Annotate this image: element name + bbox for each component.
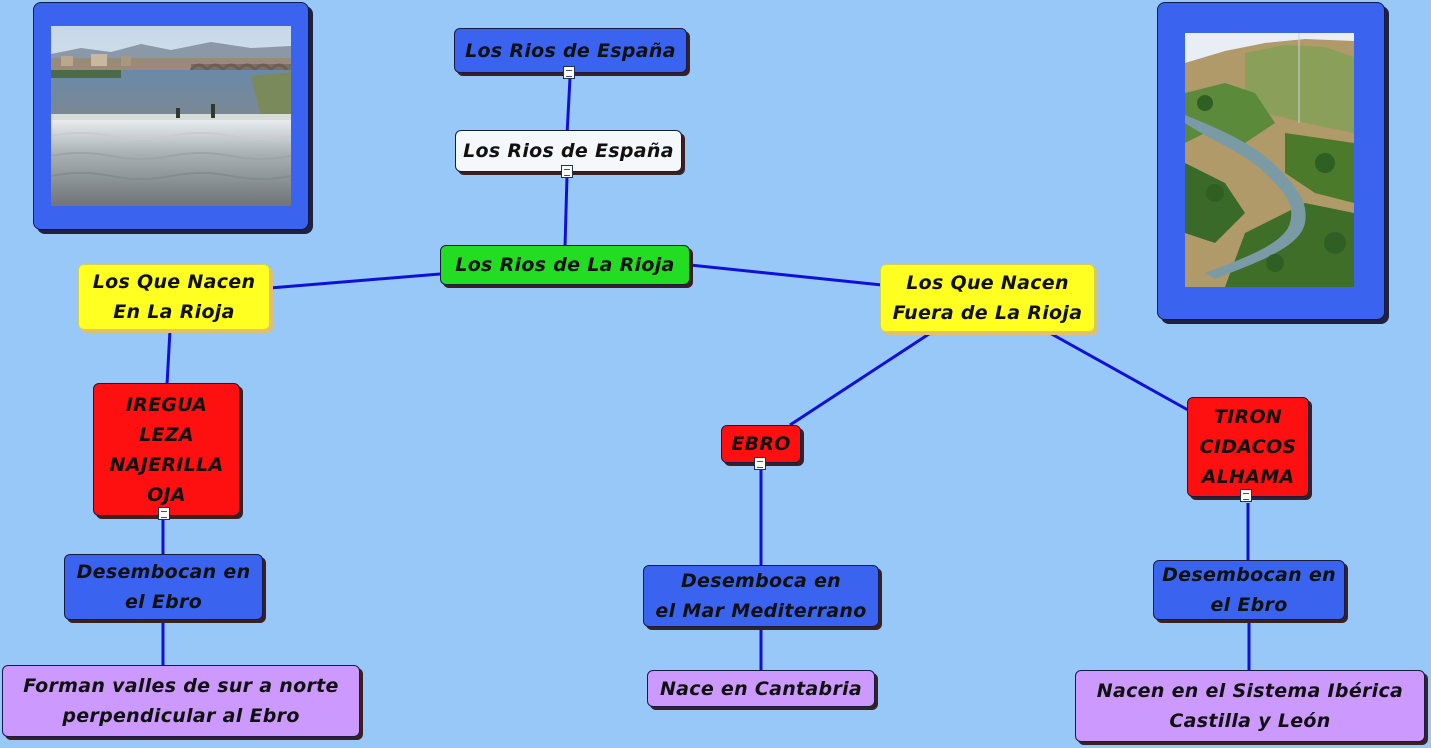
node-label-line-2: el Ebro: [1210, 590, 1287, 620]
node-label: Nace en Cantabria: [660, 674, 862, 704]
river-name: ALHAMA: [1202, 462, 1295, 492]
node-desembocan-ebro-left[interactable]: Desembocan en el Ebro: [64, 554, 263, 620]
node-nacen-sistema-iberica[interactable]: Nacen en el Sistema Ibérica Castilla y L…: [1075, 670, 1425, 742]
river-name: TIRON: [1214, 402, 1282, 432]
node-desembocan-ebro-right[interactable]: Desembocan en el Ebro: [1153, 560, 1345, 620]
node-rios-fuera[interactable]: TIRON CIDACOS ALHAMA: [1187, 397, 1309, 497]
node-label-line-2: el Ebro: [125, 587, 202, 617]
node-label-line-1: Los Que Nacen: [93, 267, 256, 297]
node-label-line-1: Desembocan en: [1162, 560, 1336, 590]
link-nacen-dentro-to-rios: [167, 330, 170, 385]
node-forman-valles[interactable]: Forman valles de sur a norte perpendicul…: [2, 665, 360, 737]
note-icon[interactable]: note: [561, 165, 573, 178]
node-label-line-1: Desemboca en: [681, 566, 841, 596]
node-label-line-1: Forman valles de sur a norte: [23, 671, 338, 701]
node-nacen-en-rioja[interactable]: Los Que Nacen En La Rioja: [78, 264, 270, 330]
river-name: CIDACOS: [1200, 432, 1297, 462]
node-label-line-2: perpendicular al Ebro: [62, 701, 299, 731]
node-label-line-1: Desembocan en: [77, 557, 251, 587]
node-nacen-fuera-rioja[interactable]: Los Que Nacen Fuera de La Rioja: [880, 264, 1095, 332]
river-name: NAJERILLA: [110, 450, 224, 480]
node-label: Los Rios de España: [463, 136, 674, 166]
link-nacen-fuera-to-ebro: [790, 332, 932, 425]
link-nacen-fuera-to-rios-fuera: [1048, 332, 1188, 410]
node-nace-cantabria[interactable]: Nace en Cantabria: [647, 670, 875, 707]
right-image-frame: [1157, 2, 1385, 320]
node-label-line-1: Nacen en el Sistema Ibérica: [1097, 676, 1403, 706]
river-name: LEZA: [139, 420, 194, 450]
river-name: IREGUA: [126, 390, 207, 420]
link-rioja-to-nacen-fuera: [690, 265, 882, 285]
node-label-line-2: Fuera de La Rioja: [893, 298, 1083, 328]
link-espana-mid-to-rioja: [565, 176, 567, 247]
left-image-frame: [33, 2, 309, 230]
node-label: Los Rios de La Rioja: [455, 250, 674, 280]
note-icon[interactable]: note: [1240, 489, 1252, 502]
note-icon[interactable]: note: [158, 507, 170, 520]
note-icon[interactable]: note: [563, 66, 575, 79]
note-icon[interactable]: note: [754, 457, 766, 470]
node-label: EBRO: [731, 429, 790, 459]
node-label: Los Rios de España: [465, 36, 676, 66]
node-label-line-2: Castilla y León: [1169, 706, 1330, 736]
link-rioja-to-nacen-dentro: [270, 274, 440, 288]
river-valley-photo: [1185, 33, 1354, 287]
node-desemboca-mediterrano[interactable]: Desemboca en el Mar Mediterrano: [643, 565, 879, 627]
node-label-line-2: En La Rioja: [113, 297, 235, 327]
river-weir-photo: [51, 26, 291, 206]
node-rios-dentro[interactable]: IREGUA LEZA NAJERILLA OJA: [93, 383, 240, 516]
river-name: OJA: [147, 480, 186, 510]
node-label-line-2: el Mar Mediterrano: [655, 596, 866, 626]
node-label-line-1: Los Que Nacen: [906, 268, 1069, 298]
link-espana-top-to-mid: [567, 78, 570, 135]
node-rios-rioja-center[interactable]: Los Rios de La Rioja: [440, 245, 690, 285]
